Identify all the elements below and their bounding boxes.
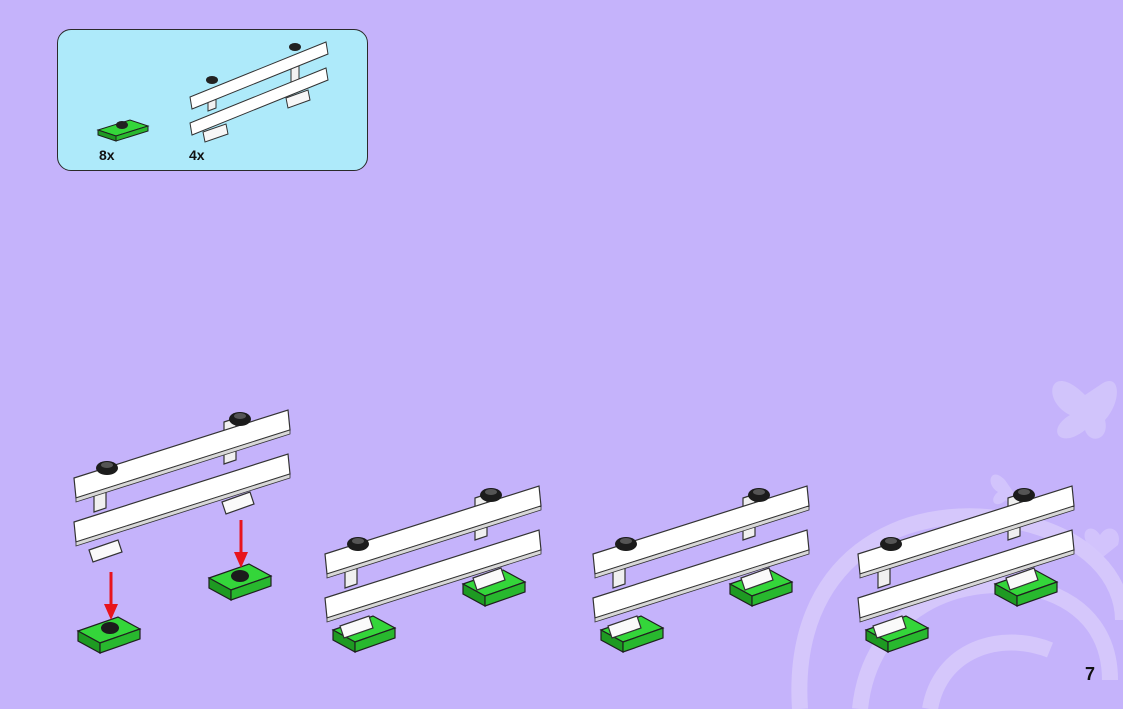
parts-callout-box: 8x 4x — [57, 29, 368, 171]
heart-decoration — [1084, 528, 1119, 557]
green-plate-part-icon — [96, 119, 150, 142]
fence-part-icon — [189, 41, 329, 143]
red-arrow-right — [234, 520, 248, 568]
fence-quantity: 4x — [189, 147, 205, 163]
green-plate-quantity: 8x — [99, 147, 115, 163]
page-number: 7 — [1084, 664, 1095, 684]
red-arrow-left — [104, 572, 118, 620]
parts-illustration — [96, 41, 329, 143]
green-plate-right — [208, 563, 272, 601]
completed-fence-3 — [857, 485, 1075, 653]
step-fence-attach-plates — [73, 409, 291, 654]
completed-fence-1 — [324, 485, 542, 653]
green-plate-left — [77, 616, 141, 654]
completed-fence-2 — [592, 485, 810, 653]
